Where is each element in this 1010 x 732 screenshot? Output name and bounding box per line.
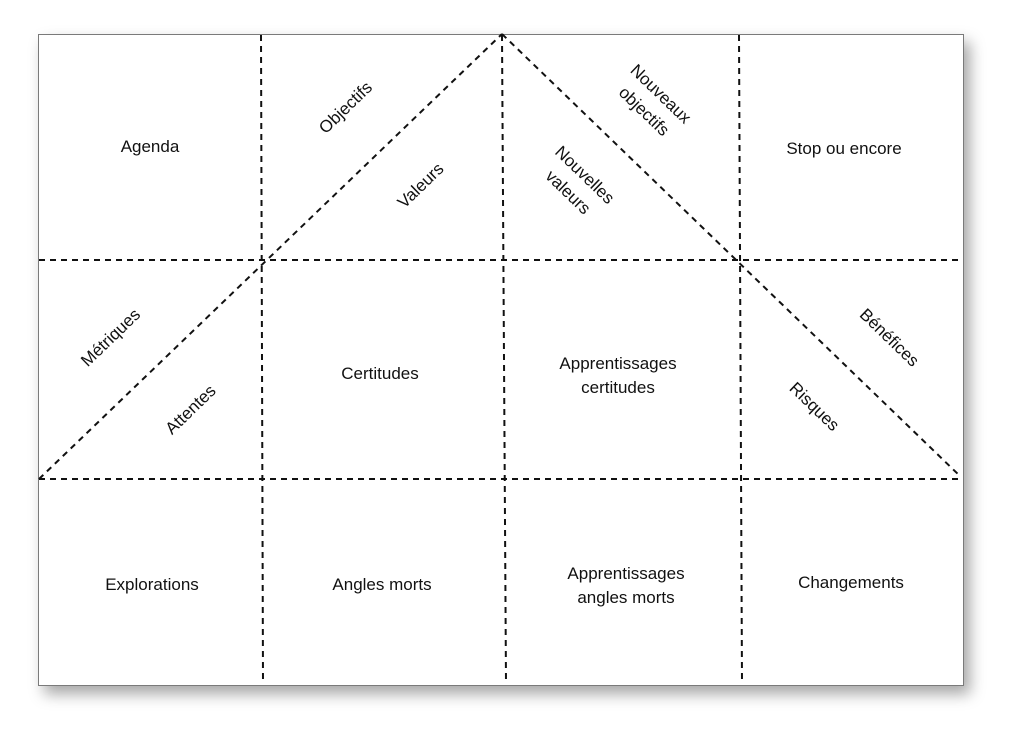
cell-apprentissages-angles-morts: Apprentissages angles morts — [567, 562, 684, 610]
vline-2 — [501, 34, 507, 684]
cell-apprentissages-angles-morts-line1: Apprentissages — [567, 564, 685, 583]
cell-stop-ou-encore: Stop ou encore — [786, 139, 902, 158]
cell-apprentissages-certitudes-line1: Apprentissages — [559, 354, 677, 373]
diagram-board — [38, 34, 964, 686]
cell-explorations: Explorations — [105, 575, 199, 594]
diag-left — [38, 33, 503, 480]
cell-agenda: Agenda — [120, 137, 180, 156]
cell-angles-morts: Angles morts — [332, 575, 432, 594]
cell-changements: Changements — [798, 573, 904, 592]
cell-apprentissages-certitudes-line2: certitudes — [581, 378, 655, 397]
cell-apprentissages-angles-morts-line2: angles morts — [577, 588, 675, 607]
cell-apprentissages-certitudes: Apprentissages certitudes — [559, 352, 676, 400]
cell-certitudes: Certitudes — [341, 364, 419, 383]
diag-right — [501, 33, 962, 478]
vline-1 — [260, 34, 264, 684]
vline-3 — [738, 34, 743, 684]
